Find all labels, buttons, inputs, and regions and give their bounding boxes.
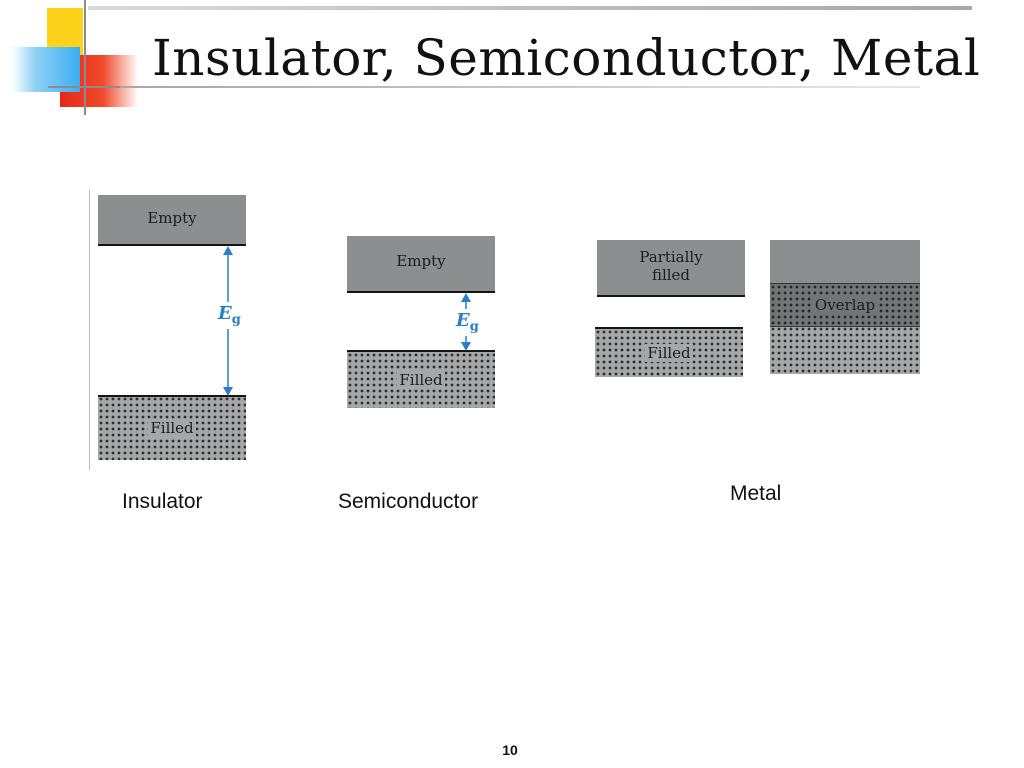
metal-caption: Metal bbox=[730, 482, 782, 505]
slide-logo bbox=[0, 0, 160, 115]
insulator-empty-band: Empty bbox=[98, 195, 246, 245]
semiconductor-caption: Semiconductor bbox=[338, 490, 479, 513]
semiconductor-empty-band: Empty bbox=[347, 236, 495, 292]
metal-partial-band: Partially filled bbox=[597, 240, 745, 296]
metal-filled-label: Filled bbox=[645, 344, 693, 362]
semiconductor-empty-label: Empty bbox=[396, 252, 446, 270]
insulator-caption: Insulator bbox=[122, 490, 203, 513]
insulator-empty-edge bbox=[98, 244, 246, 246]
logo-blue-square bbox=[12, 47, 80, 92]
diagram-left-border bbox=[89, 190, 90, 470]
metal-partial-label: Partially filled bbox=[639, 248, 703, 284]
metal-partial-edge bbox=[597, 295, 745, 297]
semiconductor-filled-band: Filled bbox=[347, 352, 495, 408]
metal-overlap-top-edge bbox=[770, 283, 920, 284]
semiconductor-filled-edge bbox=[347, 350, 495, 352]
logo-vertical-line bbox=[84, 0, 86, 115]
insulator-filled-label: Filled bbox=[148, 419, 196, 437]
metal-overlap-bottom-edge bbox=[770, 326, 920, 327]
metal-overlap-upper-band bbox=[770, 240, 920, 284]
metal-filled-edge bbox=[595, 327, 743, 329]
insulator-gap-label: Eg bbox=[218, 302, 241, 329]
title-bottom-rule bbox=[120, 86, 920, 88]
insulator-empty-label: Empty bbox=[147, 209, 197, 227]
semiconductor-empty-edge bbox=[347, 291, 495, 293]
metal-overlap-label: Overlap bbox=[812, 296, 878, 314]
insulator-filled-edge bbox=[98, 395, 246, 397]
logo-horizontal-line bbox=[48, 86, 132, 88]
semiconductor-filled-label: Filled bbox=[397, 371, 445, 389]
page-title: Insulator, Semiconductor, Metal bbox=[152, 29, 981, 87]
semiconductor-gap-label: Eg bbox=[456, 309, 479, 336]
page-number: 10 bbox=[502, 742, 518, 758]
title-top-rule bbox=[88, 6, 972, 10]
metal-overlap-band: Overlap bbox=[770, 284, 920, 326]
insulator-filled-band: Filled bbox=[98, 396, 246, 460]
metal-overlap-lower-band bbox=[770, 326, 920, 374]
metal-filled-band: Filled bbox=[595, 329, 743, 377]
